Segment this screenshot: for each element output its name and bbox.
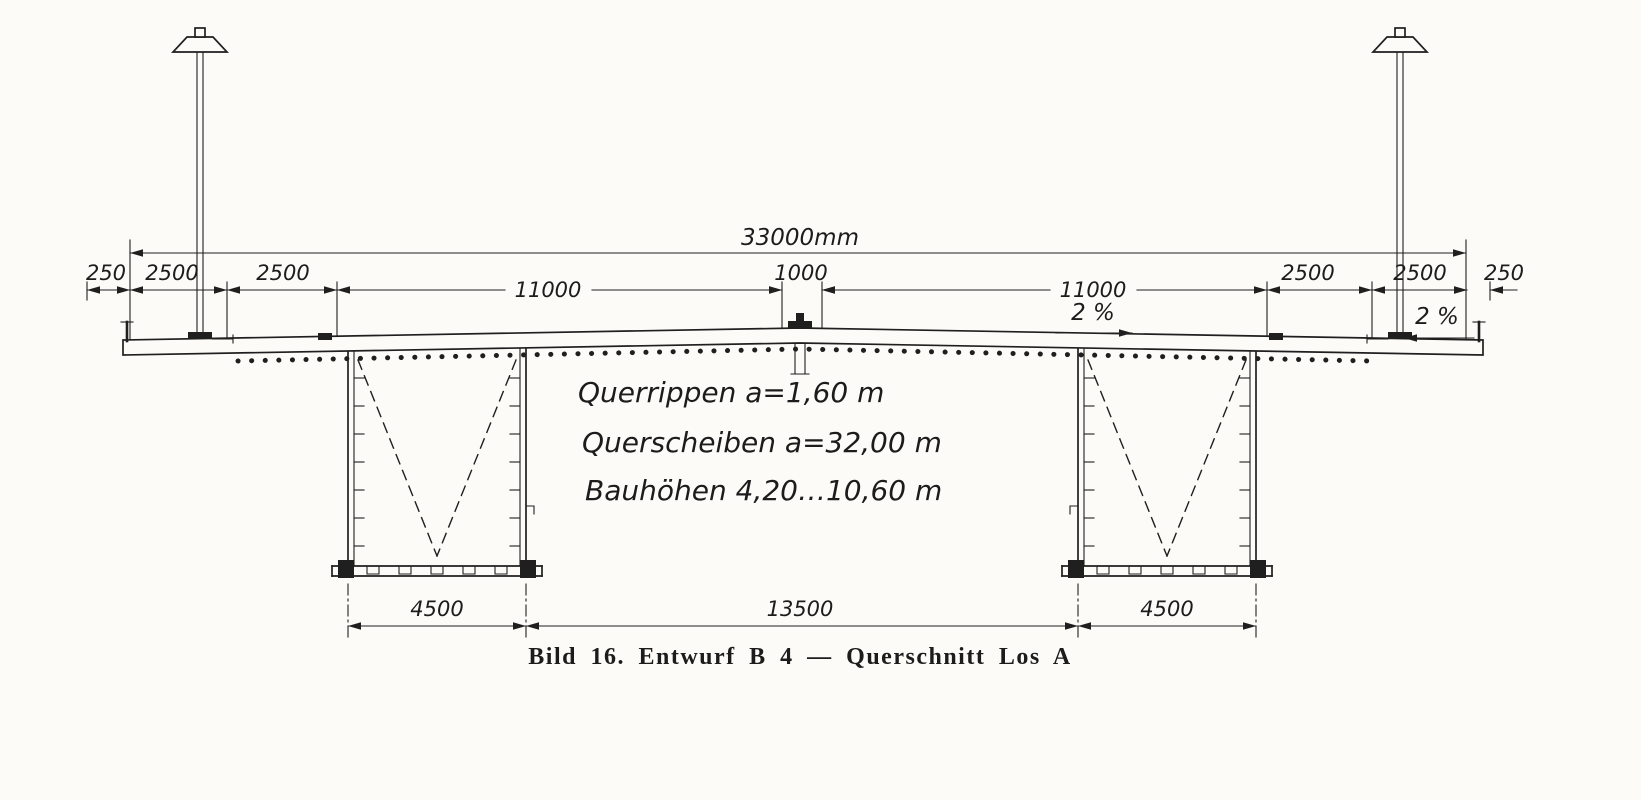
dim-label-2500-a: 2500	[145, 261, 198, 285]
diagonal-brace-icon	[1166, 359, 1247, 557]
dim-label-2500-c: 2500	[1281, 261, 1334, 285]
dim-label-11000-left: 11000	[515, 278, 582, 302]
corner-gusset	[1068, 560, 1084, 578]
dimension-row: 250 2500 2500 11000 1000 11000 2500 2500…	[86, 261, 1524, 302]
curb-block-right	[1269, 333, 1283, 340]
slope-label-inner: 2 %	[1071, 300, 1115, 326]
diagonal-brace-icon	[1087, 359, 1168, 557]
dimension-bottom: 4500 13500 4500	[347, 583, 1257, 639]
center-pedestal	[788, 313, 812, 329]
lamp-post-left	[196, 51, 204, 343]
dim-label-total: 33000mm	[741, 225, 859, 251]
corner-gusset	[338, 560, 354, 578]
figure-caption: Bild 16. Entwurf B 4 — Querschnitt Los A	[528, 644, 1071, 670]
box-girder-left	[331, 343, 543, 578]
dim-label-2500-d: 2500	[1393, 261, 1446, 285]
slope-label-outer: 2 %	[1415, 304, 1459, 330]
diagonal-brace-icon	[357, 359, 438, 557]
note-bauhoehen: Bauhöhen 4,20…10,60 m	[585, 474, 942, 507]
note-querrippen: Querrippen a=1,60 m	[578, 376, 884, 409]
dim-label-13500: 13500	[767, 597, 834, 621]
annotations: Querrippen a=1,60 m Querscheiben a=32,00…	[578, 376, 942, 507]
web-bracket	[1069, 505, 1079, 515]
dim-label-250-left: 250	[86, 261, 126, 285]
lamp-head-right-icon	[1371, 27, 1429, 53]
corner-gusset	[1250, 560, 1266, 578]
center-stringer-stub	[790, 342, 810, 375]
note-querscheiben: Querscheiben a=32,00 m	[582, 426, 942, 459]
dim-label-11000-right: 11000	[1060, 278, 1127, 302]
lamp-head-left-icon	[171, 27, 229, 53]
web-stiffener-ticks	[353, 377, 1251, 575]
lamp-base-right	[1366, 332, 1412, 344]
box-girder-right	[1061, 343, 1273, 578]
dimension-total-width: 33000mm	[129, 225, 1467, 257]
lamp-post-right	[1396, 51, 1404, 343]
curb-block-left	[318, 333, 332, 340]
slope-indicators: 2 % 2 %	[1055, 300, 1475, 342]
web-bracket	[525, 505, 535, 515]
diagonal-brace-icon	[436, 359, 517, 557]
deck-slab	[120, 313, 1486, 375]
dim-label-4500-left: 4500	[410, 597, 463, 621]
dim-label-2500-b: 2500	[256, 261, 309, 285]
dim-label-1000: 1000	[774, 261, 827, 285]
lamp-base-left	[188, 332, 234, 344]
corner-gusset	[520, 560, 536, 578]
dim-label-250-right: 250	[1484, 261, 1524, 285]
dim-label-4500-right: 4500	[1140, 597, 1193, 621]
